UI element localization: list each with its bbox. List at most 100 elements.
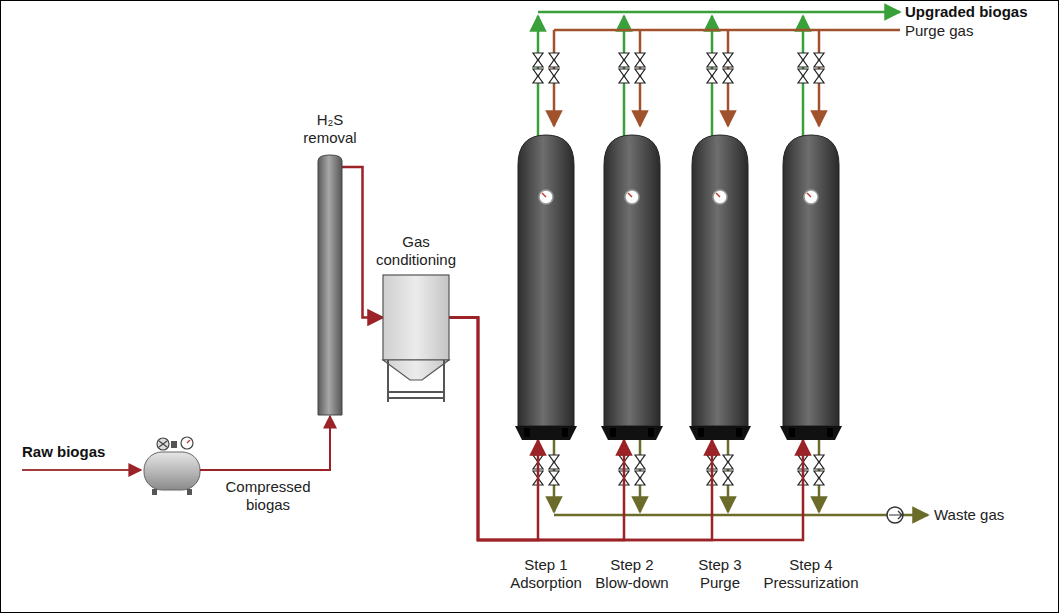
valve-symbol bbox=[635, 455, 645, 469]
waste-gas-header bbox=[554, 440, 928, 515]
compressor-symbol bbox=[187, 489, 192, 495]
vessel-shape bbox=[518, 135, 574, 440]
waste-gas-header bbox=[554, 514, 928, 517]
valve-symbol bbox=[619, 69, 629, 83]
valve-symbol bbox=[814, 53, 824, 67]
gauge-needle bbox=[542, 193, 546, 197]
psa-column: Step 1 Adsorption bbox=[518, 135, 574, 440]
unit-label: Step 1 Adsorption bbox=[504, 556, 589, 592]
purge-gas-header bbox=[554, 30, 900, 126]
valve-symbol bbox=[549, 53, 559, 67]
valve-symbol bbox=[798, 69, 808, 83]
stream-label: Purge gas bbox=[905, 22, 973, 40]
gauge-needle bbox=[807, 193, 811, 197]
column-body bbox=[692, 135, 748, 426]
valve-symbol bbox=[723, 69, 733, 83]
column-foot bbox=[789, 428, 795, 437]
stream-label: Compressed biogas bbox=[218, 478, 318, 514]
upgraded-biogas-header bbox=[538, 12, 900, 150]
stream-label: Waste gas bbox=[934, 506, 1004, 524]
column-foot bbox=[698, 428, 704, 437]
valve-symbol bbox=[635, 471, 645, 485]
flow-meter-symbol bbox=[887, 507, 903, 523]
psa-column: Step 2 Blow-down bbox=[604, 135, 660, 440]
valve-symbol bbox=[549, 69, 559, 83]
gauge-needle bbox=[628, 193, 632, 197]
column-body bbox=[783, 135, 839, 426]
unit-label: Step 2 Blow-down bbox=[590, 556, 675, 592]
column-body bbox=[518, 135, 574, 426]
compressor-symbol bbox=[144, 452, 200, 490]
valve-symbol bbox=[814, 471, 824, 485]
pressure-gauge bbox=[539, 190, 553, 204]
vessel-shape bbox=[692, 135, 748, 440]
column-foot bbox=[610, 428, 616, 437]
valve-symbol bbox=[619, 53, 629, 67]
column-base bbox=[780, 426, 842, 440]
pressure-gauge bbox=[625, 190, 639, 204]
valve-symbol bbox=[798, 53, 808, 67]
compressor-symbol bbox=[159, 441, 167, 447]
valve-symbol bbox=[635, 69, 645, 83]
compressed-biogas-pipe bbox=[200, 416, 330, 470]
hopper-stand bbox=[388, 360, 444, 402]
raw-biogas-pipe bbox=[22, 469, 141, 471]
compressed-biogas-pipe bbox=[200, 416, 330, 470]
column-base bbox=[601, 426, 663, 440]
h2s-scrubber: H₂S removal bbox=[318, 155, 342, 415]
valve-symbol bbox=[814, 455, 824, 469]
valve-symbol bbox=[549, 471, 559, 485]
vessel-shape bbox=[783, 135, 839, 440]
scrubber-shape bbox=[318, 155, 342, 415]
hopper-shape bbox=[383, 275, 449, 360]
valve-symbol bbox=[723, 471, 733, 485]
pressure-gauge bbox=[713, 190, 727, 204]
conditioning-unit: Gas conditioning bbox=[383, 275, 449, 360]
valve-symbol bbox=[723, 455, 733, 469]
unit-label: H₂S removal bbox=[295, 111, 365, 147]
unit-label: Step 4 Pressurization bbox=[756, 556, 866, 592]
valve-symbol bbox=[533, 53, 824, 485]
valve-symbol bbox=[533, 53, 543, 67]
unit-label: Step 3 Purge bbox=[695, 556, 745, 592]
gauge-needle bbox=[716, 193, 720, 197]
column-foot bbox=[648, 428, 654, 437]
feed-pipe bbox=[449, 318, 712, 541]
conditioning-box bbox=[383, 275, 449, 360]
column-foot bbox=[827, 428, 833, 437]
raw-biogas-pipe bbox=[22, 470, 141, 471]
column-foot bbox=[562, 428, 568, 437]
valve-symbol bbox=[707, 69, 717, 83]
compressor-symbol bbox=[157, 438, 169, 450]
valve-symbol bbox=[635, 53, 645, 67]
flow-meter-symbol bbox=[887, 507, 903, 523]
compressor-symbol bbox=[181, 437, 193, 449]
column-body bbox=[604, 135, 660, 426]
valve-symbol bbox=[707, 53, 717, 67]
compressor-symbol bbox=[187, 440, 190, 443]
valve-symbol bbox=[814, 69, 824, 83]
stream-label: Upgraded biogas bbox=[905, 3, 1028, 21]
psa-column: Step 3 Purge bbox=[692, 135, 748, 440]
valve-symbol bbox=[549, 455, 559, 469]
column-base bbox=[689, 426, 751, 440]
unit-label: Gas conditioning bbox=[369, 233, 464, 269]
flow-meter-symbol bbox=[889, 511, 902, 519]
stream-label: Raw biogas bbox=[22, 443, 105, 461]
compressor-symbol bbox=[152, 489, 157, 495]
column-foot bbox=[736, 428, 742, 437]
valve-symbol bbox=[533, 69, 543, 83]
column-base bbox=[515, 426, 577, 440]
upgraded-biogas-header bbox=[538, 11, 900, 14]
hopper-cone bbox=[383, 360, 449, 380]
scrubber-body bbox=[318, 155, 342, 415]
compressor-symbol bbox=[144, 437, 200, 495]
column-foot bbox=[524, 428, 530, 437]
feed-pipe bbox=[342, 167, 383, 318]
valve-symbol bbox=[723, 53, 733, 67]
psa-column: Step 4 Pressurization bbox=[783, 135, 839, 440]
vessel-shape bbox=[604, 135, 660, 440]
compressor-symbol bbox=[171, 441, 177, 448]
